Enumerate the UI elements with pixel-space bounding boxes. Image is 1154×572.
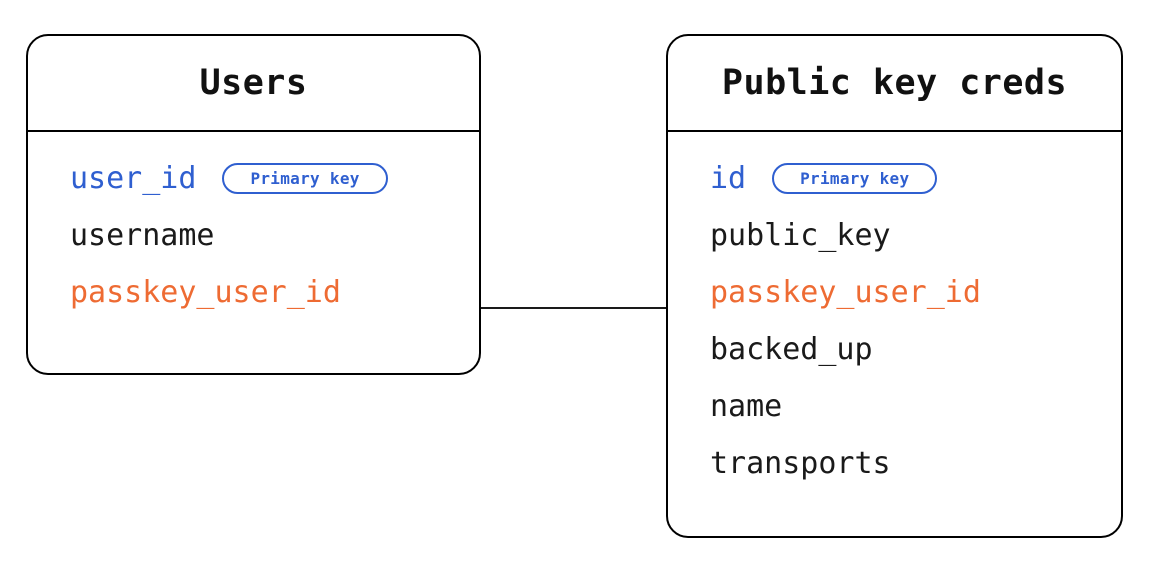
field-name-backed-up: backed_up	[710, 331, 873, 367]
entity-users-field-list: user_id Primary key username passkey_use…	[28, 132, 479, 321]
relationship-connector-line	[479, 307, 668, 309]
field-name-user-id: user_id	[70, 160, 197, 196]
field-name-transports: transports	[710, 445, 891, 481]
field-row[interactable]: public_key	[710, 207, 1121, 264]
primary-key-badge: Primary key	[772, 163, 938, 194]
field-name-username: username	[70, 217, 215, 253]
field-row[interactable]: passkey_user_id	[70, 264, 479, 321]
field-row[interactable]: passkey_user_id	[710, 264, 1121, 321]
field-row[interactable]: backed_up	[710, 321, 1121, 378]
entity-users-title: Users	[199, 62, 308, 103]
entity-public-key-creds-field-list: id Primary key public_key passkey_user_i…	[668, 132, 1121, 492]
primary-key-badge-label: Primary key	[800, 168, 910, 188]
entity-public-key-creds-header: Public key creds	[668, 36, 1121, 132]
entity-public-key-creds[interactable]: Public key creds id Primary key public_k…	[666, 34, 1123, 538]
field-name-id: id	[710, 160, 747, 196]
field-row[interactable]: id Primary key	[710, 150, 1121, 207]
field-row[interactable]: username	[70, 207, 479, 264]
primary-key-badge-label: Primary key	[250, 168, 360, 188]
field-name-name: name	[710, 388, 783, 424]
primary-key-badge: Primary key	[222, 163, 388, 194]
field-row[interactable]: name	[710, 378, 1121, 435]
field-row[interactable]: user_id Primary key	[70, 150, 479, 207]
entity-users[interactable]: Users user_id Primary key username passk…	[26, 34, 481, 375]
field-name-passkey-user-id: passkey_user_id	[710, 274, 981, 310]
entity-public-key-creds-title: Public key creds	[721, 62, 1068, 103]
field-name-passkey-user-id: passkey_user_id	[70, 274, 341, 310]
field-row[interactable]: transports	[710, 435, 1121, 492]
entity-users-header: Users	[28, 36, 479, 132]
field-name-public-key: public_key	[710, 217, 891, 253]
